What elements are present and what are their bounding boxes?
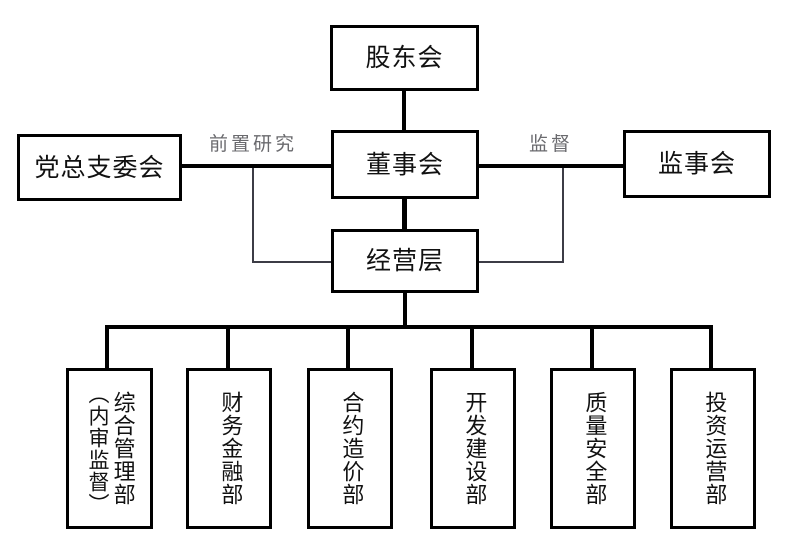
node-board-of-directors[interactable]: 董事会	[331, 130, 479, 199]
node-board-of-directors-label: 董事会	[365, 149, 444, 179]
node-shareholders[interactable]: 股东会	[330, 25, 479, 91]
caption-supervision: 监督	[529, 133, 574, 155]
connector-party-branch-horizontal	[252, 261, 334, 263]
connector-supervisors-branch-horizontal	[476, 261, 564, 263]
node-shareholders-label: 股东会	[365, 43, 444, 73]
dept-box-1-sublabel: （内审监督）	[85, 382, 110, 515]
node-supervisors-label: 监事会	[657, 149, 736, 179]
drop-line-dept-3	[346, 325, 350, 370]
dept-box-1[interactable]: 综合管理部 （内审监督）	[66, 368, 153, 529]
department-bus-line	[105, 325, 713, 329]
dept-box-6-label: 投资运营部	[701, 391, 727, 506]
node-management[interactable]: 经营层	[331, 229, 479, 293]
dept-box-1-label: 综合管理部	[109, 391, 135, 506]
dept-box-5[interactable]: 质量安全部	[550, 368, 636, 529]
drop-line-dept-2	[226, 325, 230, 370]
dept-box-2[interactable]: 财务金融部	[186, 368, 272, 529]
dept-box-3-label: 合约造价部	[338, 391, 364, 506]
dept-box-6[interactable]: 投资运营部	[670, 368, 756, 529]
drop-line-dept-1	[105, 325, 109, 370]
dept-box-4-label: 开发建设部	[461, 391, 487, 506]
dept-box-2-label: 财务金融部	[217, 391, 243, 506]
connector-party-branch-vertical	[252, 167, 254, 262]
connector-management-to-bus	[403, 293, 407, 329]
node-party-committee-label: 党总支委会	[34, 152, 165, 182]
connector-board-to-management	[402, 198, 407, 231]
connector-board-to-supervisors	[477, 164, 625, 168]
node-supervisors[interactable]: 监事会	[623, 130, 771, 198]
dept-box-4[interactable]: 开发建设部	[430, 368, 516, 529]
connector-party-to-board	[181, 164, 333, 168]
node-party-committee[interactable]: 党总支委会	[17, 134, 182, 201]
drop-line-dept-4	[470, 325, 474, 370]
dept-box-5-label: 质量安全部	[581, 391, 607, 506]
node-management-label: 经营层	[365, 246, 444, 276]
drop-line-dept-5	[590, 325, 594, 370]
connector-shareholders-to-board	[402, 91, 406, 131]
caption-pre-research: 前置研究	[209, 133, 298, 155]
drop-line-dept-6	[709, 325, 713, 370]
dept-box-3[interactable]: 合约造价部	[307, 368, 393, 529]
connector-supervisors-branch-vertical	[562, 167, 564, 262]
